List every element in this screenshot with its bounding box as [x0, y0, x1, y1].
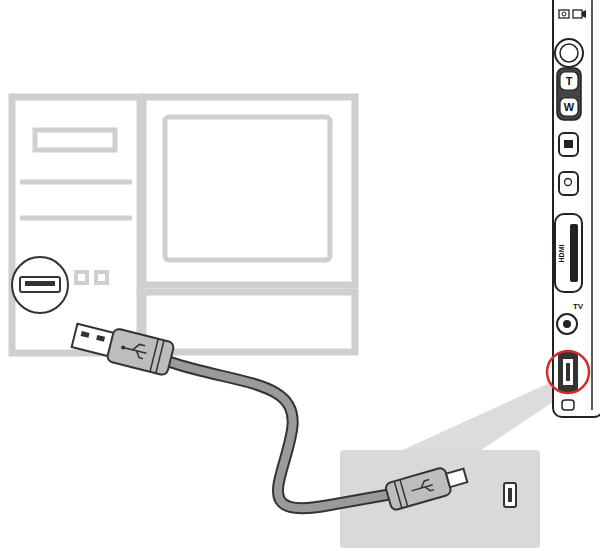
- zoom-rocker: [557, 68, 581, 120]
- tower-line: [20, 180, 132, 185]
- usb-port: [20, 277, 60, 292]
- computer-tower: [12, 97, 140, 353]
- usb-cable: [170, 362, 392, 508]
- mini-usb-plug: [385, 462, 470, 511]
- tv-jack: [557, 314, 577, 334]
- zoom-label: W: [564, 102, 574, 113]
- usb-port-camera: [558, 352, 578, 392]
- shutter-button: [560, 44, 578, 62]
- strap-loop: [562, 400, 574, 410]
- port-label: TV: [573, 303, 583, 311]
- highlight-circle: [547, 351, 589, 393]
- desktop-base: [143, 292, 355, 352]
- mini-usb-port: [504, 483, 516, 507]
- port-label: HDMI: [558, 244, 565, 262]
- usb-port-callout: [12, 257, 68, 313]
- usb-port-tongue: [25, 281, 55, 286]
- usb-port-camera: [566, 363, 570, 381]
- monitor-screen: [165, 117, 330, 260]
- usb-cable: [170, 362, 392, 508]
- playback-button: [559, 133, 578, 156]
- hdmi-port: [570, 224, 578, 282]
- monitor: [143, 97, 355, 285]
- usb-port-camera: [563, 359, 573, 385]
- zoom-tele: [560, 72, 578, 90]
- tv-jack: [563, 320, 571, 328]
- tower-button: [96, 272, 107, 283]
- shutter-button: [555, 39, 583, 67]
- camcorder-edge: [591, 0, 593, 410]
- drive-slot: [35, 130, 115, 150]
- photo-icon: [562, 12, 566, 16]
- video-icon: [582, 10, 586, 18]
- tower-line: [20, 216, 132, 221]
- detail-leader: [398, 380, 562, 452]
- usb-a-plug: [70, 319, 174, 376]
- playback-icon: [564, 140, 573, 148]
- hdmi-port-frame: [555, 214, 582, 292]
- light-icon: [565, 179, 572, 186]
- camcorder-body: [553, 0, 600, 417]
- photo-icon: [559, 10, 569, 18]
- zoom-label: T: [566, 76, 573, 87]
- video-icon: [573, 10, 582, 18]
- zoom-wide: [560, 98, 578, 116]
- mini-usb-port: [508, 488, 512, 502]
- tower-button: [76, 272, 87, 283]
- light-button: [559, 172, 578, 195]
